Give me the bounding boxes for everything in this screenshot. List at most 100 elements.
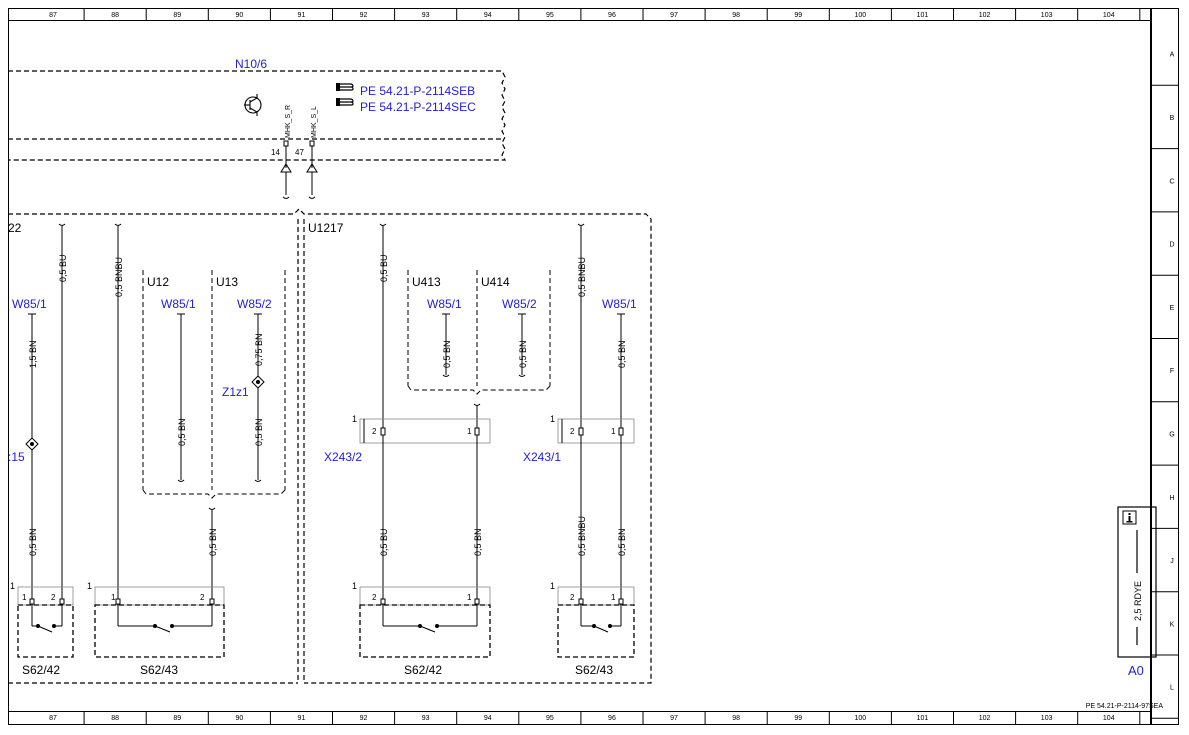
ruler-column-label: 104 [1103,715,1115,722]
connector-pin: 1 [10,581,15,591]
pin-label-mhk-s-r: MHK_S_R [285,105,292,138]
connector-pin: 1 [467,427,472,436]
ruler-column-label: 97 [670,715,678,722]
ruler-column-label: 94 [484,715,492,722]
pin-number-14: 14 [271,148,280,157]
module-n10-6 [8,70,507,161]
connector-pin: 1 [550,414,555,424]
pointing-hand-icon[interactable] [336,83,354,91]
ruler-row-label: G [1169,431,1174,438]
left-wires [28,223,286,599]
ruler-column-label: 92 [360,12,368,19]
harness-name-u414: U414 [481,275,510,289]
pointing-hand-icon[interactable] [336,98,354,106]
wire-label: 0,5 BNBU [114,257,124,297]
splice-z15 [25,437,39,451]
ruler-column-label: 93 [422,715,430,722]
switch-name: S62/42 [22,663,60,677]
ruler-column-label: 98 [732,715,740,722]
ruler-column-label: 103 [1041,715,1053,722]
splice-z1z1 [251,375,265,389]
ruler-column-label: 92 [360,715,368,722]
switch-pin: 2 [51,593,56,602]
ruler-column-label: 96 [608,12,616,19]
ruler-column-label: 88 [111,12,119,19]
ruler-column-label: 103 [1041,12,1053,19]
harness-name-u12: U12 [147,275,169,289]
wire-label: 0,5 BU [379,254,389,282]
switch-pin: 2 [372,593,377,602]
ref-link-seb[interactable]: PE 54.21-P-2114SEB [360,84,475,98]
pin-number-47: 47 [295,148,304,157]
ruler-row-label: J [1170,558,1174,565]
connector-name-x243-2: X243/2 [324,450,362,464]
ruler-column-label: 102 [979,12,991,19]
harness-outline [8,208,652,684]
module-output-pins [280,140,318,199]
switch-pin: 1 [111,593,116,602]
ruler-column-label: 96 [608,715,616,722]
ruler-column-label: 87 [49,12,57,19]
right-harness-name: U1217 [308,221,344,235]
ruler-column-label: 95 [546,12,554,19]
ruler-column-label: 90 [235,12,243,19]
wire-label: 0,5 BU [58,254,68,282]
ground-label: W85/1 [427,297,462,311]
wire-label: 0,5 BNBU [577,257,587,297]
splice-label: Z1z1 [222,385,249,399]
ground-point-name: A0 [1128,663,1144,678]
connector-pin: 1 [352,414,357,424]
wire-label: 0,5 BN [473,528,483,556]
wire-label: 0,5 BN [254,418,264,446]
ruler-column-label: 100 [855,715,867,722]
ruler-row-label: F [1170,368,1174,375]
ruler-row-label: K [1170,621,1175,628]
wire-label: 0,5 BN [518,340,528,368]
connector-pin: 2 [570,427,575,436]
switch-name: S62/43 [140,663,178,677]
row-ruler-ticks [1151,84,1179,719]
ruler-row-label: L [1170,685,1174,692]
wire-label: 0,5 BNBU [577,516,587,556]
wire-label: 0,5 BN [28,528,38,556]
ruler-column-label: 99 [794,12,802,19]
column-ruler-ticks [83,9,1141,724]
ruler-row-label: A [1170,52,1175,59]
ref-link-sec[interactable]: PE 54.21-P-2114SEC [360,100,476,114]
connector-name-x243-1: X243/1 [523,450,561,464]
ruler-column-label: 97 [670,12,678,19]
switch-s62-42-left [17,586,74,658]
ruler-column-label: 98 [732,12,740,19]
ground-label: W85/2 [502,297,537,311]
ruler-column-label: 91 [298,715,306,722]
ruler-row-label: H [1169,495,1174,502]
switch-pin: 1 [22,593,27,602]
switch-pin: 1 [611,593,616,602]
connector-pin: 1 [87,581,92,591]
switch-pin: 2 [570,593,575,602]
left-harness-name: 22 [8,221,22,235]
pin-label-mhk-s-l: MHK_S_L [311,106,318,138]
ruler-column-label: 101 [917,12,929,19]
ruler-column-label: 104 [1103,12,1115,19]
wire-label: 0,5 BN [208,528,218,556]
page-reference: PE 54.21-P-2114-97SEA [1086,703,1164,710]
switch-s62-43-left [94,586,225,658]
connector-pin: 2 [372,427,377,436]
ground-point-box [1117,506,1157,658]
harness-name-u13: U13 [216,275,238,289]
wire-label: 0,5 BU [379,528,389,556]
ruler-column-label: 89 [173,715,181,722]
harness-name-u413: U413 [412,275,441,289]
wire-label: 1,5 BN [28,340,38,368]
ground-label: W85/2 [237,297,272,311]
ruler-column-label: 102 [979,715,991,722]
ruler-column-label: 89 [173,12,181,19]
info-icon[interactable] [1122,510,1137,525]
switch-name: S62/43 [575,663,613,677]
wire-label: 0,5 BN [442,340,452,368]
ground-label: W85/1 [12,297,47,311]
